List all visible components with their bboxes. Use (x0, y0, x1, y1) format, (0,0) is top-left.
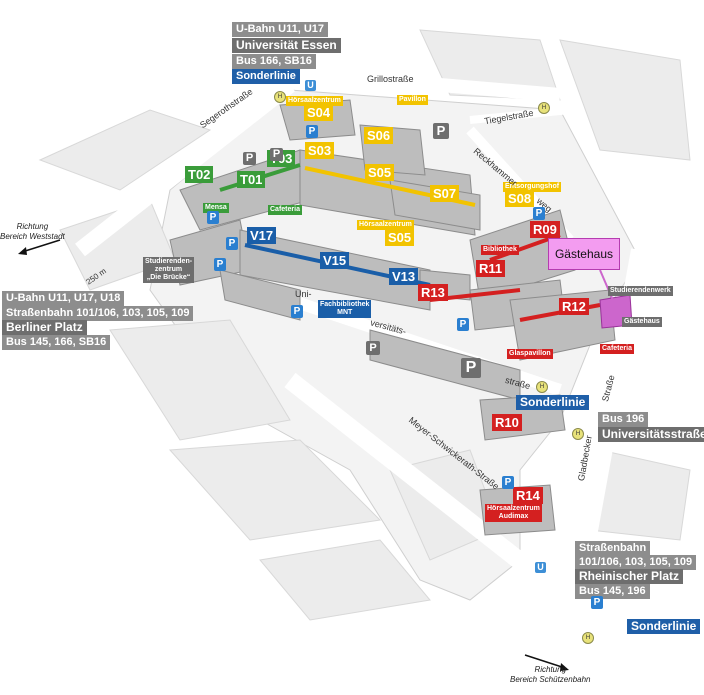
parking-blue-3: P (226, 237, 238, 250)
arrow-weststadt-head (18, 247, 27, 255)
road-meyer-schwickerath (284, 372, 626, 648)
building-t01[interactable]: T01 (237, 171, 266, 188)
building-r12[interactable]: R12 (559, 298, 589, 315)
transit-bus-top: Bus 166, SB16 (232, 54, 316, 69)
building-s04[interactable]: S04 (304, 104, 334, 121)
haltestelle-icon-2: H (536, 381, 548, 393)
building-s03[interactable]: S03 (305, 142, 335, 159)
parking-blue-5: P (291, 305, 303, 318)
label-hoersaalzentrum-audimax: Hörsaalzentrum Audimax (485, 504, 542, 522)
building-t02[interactable]: T02 (185, 166, 214, 183)
label-hoersaalzentrum-s04: Hörsaalzentrum (286, 96, 343, 106)
parking-grey-1: P (243, 152, 256, 165)
transit-strassenbahn-left: Straßenbahn 101/106, 103, 105, 109 (2, 306, 194, 321)
transit-sonderlinie-right: Sonderlinie (516, 395, 590, 410)
transit-sonderlinie-bottom: Sonderlinie (627, 619, 701, 634)
city-block (109, 319, 291, 441)
building-r10[interactable]: R10 (492, 414, 522, 431)
gaestehaus-highlight[interactable]: Gästehaus (548, 238, 620, 270)
parking-blue-8: P (502, 476, 514, 489)
direction-weststadt: Richtung Bereich Weststadt (0, 222, 65, 241)
transit-bus-left: Bus 145, 166, SB16 (2, 335, 111, 350)
building-r09[interactable]: R09 (530, 221, 560, 238)
city-block (259, 539, 431, 621)
label-glaspavillon: Glaspavillon (507, 349, 553, 359)
building-v17[interactable]: V17 (247, 227, 277, 244)
label-hoersaalzentrum-s05: Hörsaalzentrum (357, 220, 414, 230)
label-studierendenzentrum: Studierenden- zentrum „Die Brücke“ (143, 257, 195, 283)
building-s05[interactable]: S05 (365, 164, 395, 181)
transit-station-universitaetsstrasse: Universitätsstraße (598, 427, 704, 442)
label-studierendenwerk: Studierendenwerk (608, 286, 673, 296)
label-cafeteria-t: Cafeteria (268, 205, 302, 215)
haltestelle-icon-1: H (274, 91, 286, 103)
building-s06[interactable]: S06 (364, 127, 394, 144)
parking-grey-3: P (433, 123, 449, 139)
haltestelle-icon-5: H (538, 102, 550, 114)
label-entsorgungshof: Entsorgungshof (503, 182, 562, 192)
building-s08[interactable]: S08 (505, 190, 535, 207)
transit-bus-bottom: Bus 145, 196 (575, 584, 650, 599)
label-bibliothek: Bibliothek (481, 245, 519, 255)
label-gaestehaus-small: Gästehaus (622, 317, 662, 327)
parking-blue-2: P (207, 211, 219, 224)
ubahn-icon-bottom: U (535, 562, 546, 573)
label-fachbibliothek: Fachbibliothek MNT (318, 300, 372, 318)
label-mensa: Mensa (203, 203, 229, 213)
street-grillostrasse: Grillostraße (367, 74, 414, 84)
parking-blue-1: P (306, 125, 318, 138)
parking-grey-5: P (461, 358, 481, 378)
building-r11[interactable]: R11 (476, 260, 506, 277)
parking-grey-4: P (366, 341, 380, 355)
label-pavillon: Pavillon (397, 95, 428, 105)
city-block (168, 439, 382, 541)
parking-grey-2: P (270, 148, 283, 161)
direction-schuetzenbahn: Richtung Bereich Schützenbahn (510, 665, 591, 684)
arrow-schuetzenbahn (524, 654, 566, 669)
transit-station-berliner-platz: Berliner Platz (2, 320, 87, 335)
building-r14[interactable]: R14 (513, 487, 543, 504)
gaestehaus-pointer (599, 269, 616, 306)
haltestelle-icon-4: H (582, 632, 594, 644)
parking-blue-9: P (591, 596, 603, 609)
transit-station-rheinischer-platz: Rheinischer Platz (575, 569, 684, 584)
arrow-schuetzenbahn-head (560, 663, 569, 671)
transit-ubahn-top: U-Bahn U11, U17 (232, 22, 329, 37)
parking-blue-7: P (533, 207, 545, 220)
building-v15[interactable]: V15 (320, 252, 350, 269)
transit-strassenbahn-lines-bottom: 101/106, 103, 105, 109 (575, 555, 697, 570)
city-block (38, 109, 212, 191)
transit-bus196-right: Bus 196 (598, 412, 649, 427)
building-v13[interactable]: V13 (389, 268, 419, 285)
transit-strassenbahn-bottom: Straßenbahn (575, 541, 651, 556)
arrow-weststadt (21, 239, 61, 253)
building-s07[interactable]: S07 (430, 185, 460, 202)
transit-station-universitaet-essen: Universität Essen (232, 38, 341, 53)
city-block (559, 39, 691, 161)
parking-blue-6: P (457, 318, 469, 331)
road-tiegelstrasse (469, 106, 571, 124)
ubahn-icon-top: U (305, 80, 316, 91)
road-grillostrasse (259, 63, 561, 102)
transit-sonderlinie-top: Sonderlinie (232, 69, 300, 84)
transit-ubahn-left: U-Bahn U11, U17, U18 (2, 291, 125, 306)
building-r13[interactable]: R13 (418, 284, 448, 301)
label-cafeteria-r: Cafeteria (600, 344, 634, 354)
haltestelle-icon-3: H (572, 428, 584, 440)
building-s05-hoersaalzentrum[interactable]: S05 (385, 229, 415, 246)
street-uni: Uni- (295, 289, 312, 299)
parking-blue-4: P (214, 258, 226, 271)
